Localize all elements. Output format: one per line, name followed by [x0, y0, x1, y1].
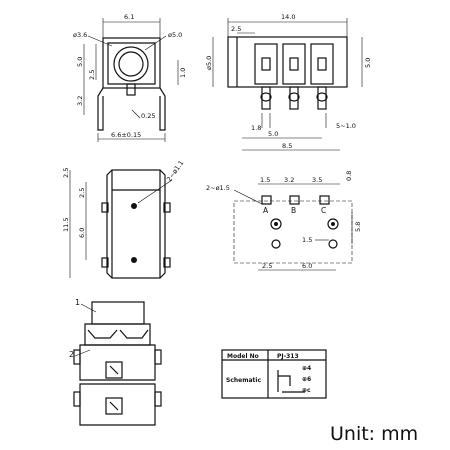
schematic-pin-3: ⊕c — [302, 387, 311, 394]
dim-side-hole: 2~ø1.1 — [165, 159, 185, 183]
dim-height-left: ø5.0 — [205, 56, 213, 70]
dim-pin-span: 5.0 — [268, 130, 278, 138]
top-view: 14.0 2.5 ø5.0 5.0 1.8 5~1.0 5.0 8.5 — [205, 13, 372, 151]
dim-hole-left: ø3.6 — [73, 31, 87, 39]
title-block-frame — [221, 349, 327, 399]
assembly-top-cap — [91, 301, 145, 325]
assembly-mid — [79, 344, 156, 381]
pcb-hole-right — [327, 218, 339, 230]
jack-inner-circle — [118, 51, 144, 77]
dim-pad-pitch: 3.2 — [284, 176, 294, 184]
dim-pin-height: 3.2 — [76, 96, 84, 106]
schematic-pin-1: ⊕4 — [302, 365, 311, 372]
front-view: 6.1 ø3.6 ø5.0 5.0 2.5 3.2 1.0 0.25 6.6±0… — [73, 13, 187, 142]
dim-bottom-left: 2.5 — [262, 262, 272, 270]
dim-top-margin: 2.5 — [62, 168, 70, 178]
schematic-symbol — [277, 370, 305, 393]
pin-a — [261, 86, 271, 110]
pcb-layout: A B C 1.5 3.2 3.5 0.8 2~ø1.5 5.8 1.5 2.5… — [206, 171, 362, 271]
dim-edge: 2.5 — [231, 25, 241, 33]
title-block: Model No PJ-313 Schematic ⊕4 ⊕6 ⊕c — [221, 349, 327, 399]
dim-base-width: 6.6±0.15 — [111, 131, 141, 139]
schematic-label: Schematic — [226, 377, 261, 384]
pad-b — [289, 195, 300, 205]
front-pin — [126, 83, 136, 96]
model-label: Model No — [227, 353, 259, 360]
dim-height-right: 5.0 — [364, 58, 372, 68]
dim-lower-left: 1.5 — [302, 236, 312, 244]
dim-vertical: 5.8 — [354, 222, 362, 232]
dim-pin-gap: 0.25 — [141, 112, 155, 120]
dim-pad-h: 0.8 — [345, 171, 353, 181]
side-hole-lower — [131, 257, 137, 263]
pad-a — [261, 195, 272, 205]
dim-upper: 2.5 — [78, 188, 86, 198]
assembly-bottom — [79, 383, 156, 426]
slot-right — [310, 43, 334, 85]
pin-label-a: A — [263, 206, 269, 215]
callout-2: 2 — [69, 350, 74, 359]
pin-c — [317, 86, 327, 110]
side-body — [111, 169, 161, 279]
dim-total-height: 11.5 — [62, 218, 70, 232]
slot-mid — [282, 43, 306, 85]
slot-left — [254, 43, 278, 85]
dim-height-top: 5.0 — [76, 57, 84, 67]
dim-width-top: 6.1 — [124, 13, 134, 21]
side-hole-upper — [131, 203, 137, 209]
pcb-hole-left — [270, 218, 282, 230]
pin-label-b: B — [291, 206, 296, 215]
dim-bottom-right: 6.0 — [302, 262, 312, 270]
top-body — [227, 36, 348, 88]
dim-hole-right: ø5.0 — [168, 31, 182, 39]
pin-b — [289, 86, 299, 110]
assembly-view: 1 2 — [69, 298, 162, 426]
dim-middle: 6.0 — [78, 228, 86, 238]
dim-pad-a: 1.5 — [260, 176, 270, 184]
model-value: PJ-313 — [277, 353, 299, 360]
callout-1: 1 — [75, 298, 80, 307]
front-inner-frame — [107, 42, 156, 85]
pin-label-c: C — [321, 206, 326, 215]
front-right-leg — [159, 87, 166, 131]
dim-pin-width: 5~1.0 — [336, 122, 356, 130]
dim-overall-width: 14.0 — [281, 13, 295, 21]
jack-outer-circle — [113, 46, 149, 82]
front-body — [102, 37, 161, 89]
pad-c — [319, 195, 330, 205]
dim-hole-spec: 2~ø1.5 — [206, 184, 230, 192]
front-left-leg — [97, 87, 104, 131]
dim-total-span: 8.5 — [282, 142, 292, 150]
dim-half-left: 2.5 — [88, 70, 96, 80]
dim-pin-offset: 1.0 — [179, 68, 187, 78]
dim-pad-c: 3.5 — [312, 176, 322, 184]
unit-note: Unit: mm — [330, 423, 418, 445]
schematic-pin-2: ⊕6 — [302, 376, 311, 383]
side-view: 2.5 11.5 2.5 6.0 2~ø1.1 — [62, 159, 185, 279]
dim-pin-pitch-left: 1.8 — [251, 124, 261, 132]
